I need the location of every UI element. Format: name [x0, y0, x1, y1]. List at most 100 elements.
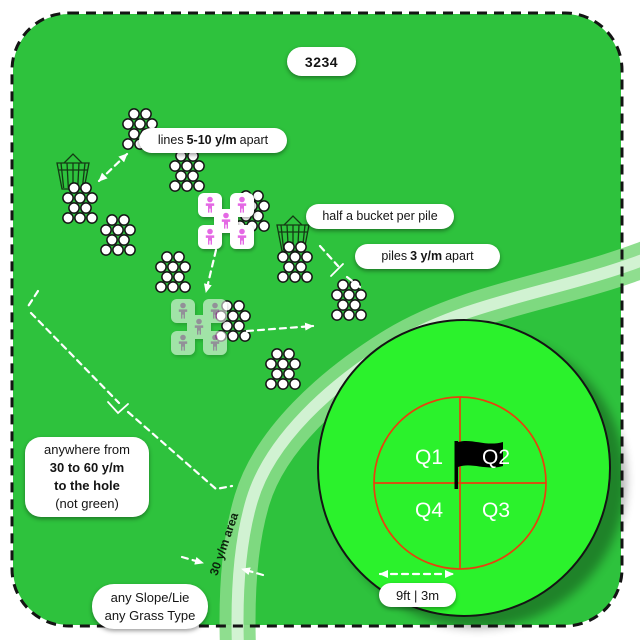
- golf-ball: [337, 299, 349, 311]
- ball-pile: [155, 251, 191, 293]
- pile-spacing-left: [318, 244, 340, 268]
- golf-ball: [277, 271, 289, 283]
- golf-ball: [62, 192, 74, 204]
- golf-ball: [289, 378, 301, 390]
- golf-ball: [86, 192, 98, 204]
- person-icon: [180, 302, 186, 309]
- golf-ball: [331, 289, 343, 301]
- golf-ball: [106, 214, 118, 226]
- golf-ball: [289, 271, 301, 283]
- golf-ball: [277, 378, 289, 390]
- golf-ball: [283, 241, 295, 253]
- golf-ball: [239, 330, 251, 342]
- band-center-stripe: [231, 254, 640, 640]
- golf-ball: [175, 170, 187, 182]
- tick-marks: [107, 263, 344, 415]
- ball-pile: [62, 182, 98, 224]
- label-green-scale: 9ft | 3m: [379, 583, 456, 607]
- person-icon: [212, 334, 218, 341]
- ball-pile: [277, 241, 313, 283]
- golf-ball: [173, 251, 185, 263]
- golf-ball: [140, 108, 152, 120]
- golf-ball: [295, 241, 307, 253]
- golf-ball: [258, 220, 270, 232]
- drill-number: 3234: [304, 53, 339, 70]
- golf-ball: [187, 170, 199, 182]
- golf-ball: [86, 212, 98, 224]
- golf-ball: [289, 358, 301, 370]
- person-icon: [212, 302, 218, 309]
- golf-ball: [74, 192, 86, 204]
- golf-ball: [283, 348, 295, 360]
- quadrant-circle: [373, 396, 547, 570]
- golf-ball: [161, 271, 173, 283]
- person-icon: [239, 228, 245, 235]
- pile-spacing-tick: [330, 263, 344, 277]
- golf-ball: [155, 281, 167, 293]
- arrow-move-right: [245, 322, 315, 333]
- golf-ball: [124, 244, 136, 256]
- golf-ball: [80, 182, 92, 194]
- person-icon: [196, 318, 202, 325]
- person-icon: [207, 196, 213, 203]
- golf-ball: [221, 320, 233, 332]
- golf-ball: [193, 160, 205, 172]
- band-width-arrow-right: [240, 567, 265, 577]
- golf-ball: [80, 202, 92, 214]
- golf-ball: [331, 309, 343, 321]
- golf-ball: [233, 320, 245, 332]
- ball-pile: [265, 348, 301, 390]
- label-surface-note: any Slope/Lie any Grass Type: [92, 584, 208, 629]
- golf-ball: [68, 202, 80, 214]
- ball-pile: [169, 150, 205, 192]
- golf-ball: [283, 368, 295, 380]
- golf-ball: [161, 251, 173, 263]
- golf-ball: [355, 289, 367, 301]
- range-line-b: [126, 410, 234, 491]
- person-tile: [230, 225, 254, 249]
- range-line-start: [25, 289, 40, 310]
- golf-ball: [124, 224, 136, 236]
- dashed-boundary: [10, 11, 624, 628]
- golf-ball: [193, 180, 205, 192]
- golf-ball: [100, 244, 112, 256]
- golf-ball: [122, 118, 134, 130]
- golf-ball: [167, 281, 179, 293]
- person-cluster-faded: [171, 299, 227, 355]
- golf-ball: [265, 358, 277, 370]
- golf-ball: [169, 180, 181, 192]
- range-line-tick: [107, 401, 129, 415]
- golf-ball: [271, 348, 283, 360]
- person-tile: [171, 331, 195, 355]
- quadrant-q3: Q3: [481, 498, 510, 522]
- golf-ball: [343, 289, 355, 301]
- golf-ball: [173, 271, 185, 283]
- golf-ball: [301, 271, 313, 283]
- golf-ball: [252, 210, 264, 222]
- person-tile: [203, 331, 227, 355]
- golf-ball: [271, 368, 283, 380]
- person-cluster: [198, 193, 254, 249]
- golf-ball: [233, 300, 245, 312]
- arrow-move-down: [203, 248, 218, 294]
- golf-ball: [179, 281, 191, 293]
- golf-ball: [277, 358, 289, 370]
- flag-icon: [454, 440, 503, 489]
- golf-ball: [74, 212, 86, 224]
- label-band-area: 30 y/m area: [206, 510, 242, 578]
- ball-pile: [331, 279, 367, 321]
- drill-number-badge: 3234: [287, 47, 356, 76]
- golf-ball: [301, 251, 313, 263]
- quadrant-q4: Q4: [414, 498, 443, 522]
- golf-ball: [337, 279, 349, 291]
- golf-ball: [349, 299, 361, 311]
- pile-spacing-right: [345, 275, 362, 289]
- dashed-connectors: [25, 152, 455, 578]
- arrow-lines-spacing: [97, 152, 129, 183]
- golf-ball: [112, 244, 124, 256]
